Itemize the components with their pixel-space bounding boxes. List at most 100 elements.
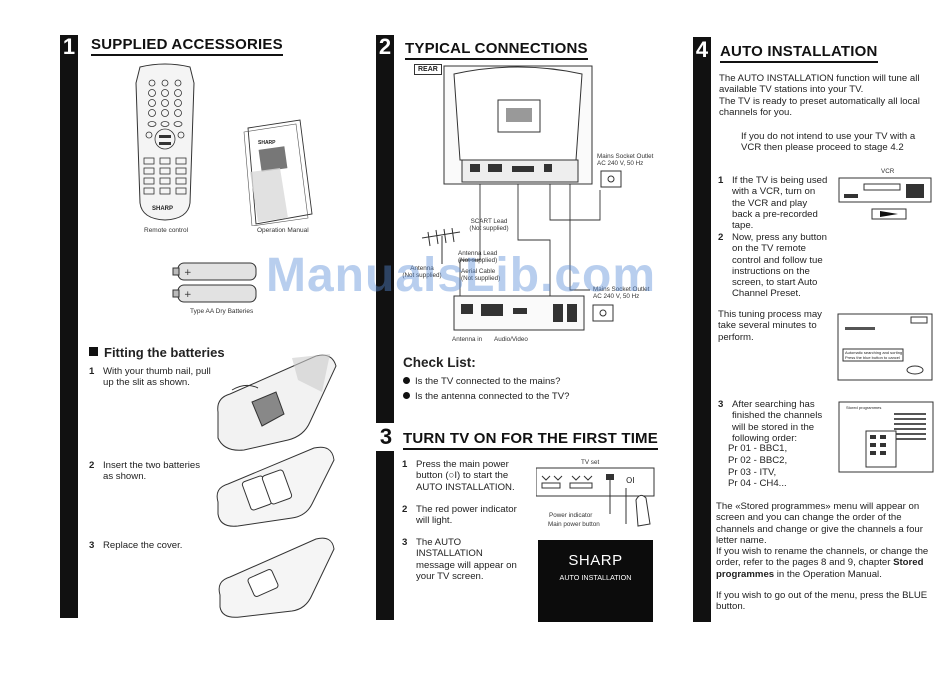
- screen-text: AUTO INSTALLATION: [559, 573, 632, 582]
- channel-order-2: Pr 02 - BBC2,: [728, 455, 788, 466]
- tuning-screen-illustration: [837, 313, 933, 381]
- vcr-front-illustration: [838, 177, 932, 220]
- mains-socket-outlet-label-1: Mains Socket Outlet AC 240 V, 50 Hz: [597, 153, 654, 168]
- step-text: Now, press any button on the TV remote c…: [732, 232, 827, 300]
- step-number: 1: [718, 175, 724, 186]
- scart-lead-label: SCART Lead (Not supplied): [469, 218, 509, 233]
- section3-title: TURN TV ON FOR THE FIRST TIME: [403, 430, 658, 450]
- step-text: After searching has finished the channel…: [732, 399, 823, 444]
- remote-brand: SHARP: [152, 206, 174, 212]
- step-text: The AUTO INSTALLATION message will appea…: [416, 537, 517, 582]
- section4-title: AUTO INSTALLATION: [720, 43, 878, 63]
- power-step-3: 3 The AUTO INSTALLATION message will app…: [402, 537, 522, 582]
- antenna-lead-label: Antenna Lead (Not supplied): [458, 250, 498, 265]
- step-number: 1: [89, 366, 95, 377]
- power-indicator-label: Power indicator: [549, 512, 593, 519]
- svg-text:OI: OI: [626, 476, 635, 485]
- auto-step-1: 1 If the TV is being used with a VCR, tu…: [718, 175, 833, 231]
- checklist-title: Check List:: [403, 355, 476, 370]
- step-number: 3: [89, 540, 95, 551]
- stored-programmes-para: The «Stored programmes» menu will appear…: [716, 501, 923, 546]
- power-step-2: 2 The red power indicator will light.: [402, 504, 522, 528]
- checklist-item-1: Is the TV connected to the mains?: [403, 376, 560, 387]
- section1-number: 1: [62, 34, 76, 59]
- step-number: 2: [402, 504, 408, 515]
- step-text: With your thumb nail, pull up the slit a…: [103, 366, 211, 389]
- svg-text:+: +: [184, 290, 192, 300]
- section4-number-bar: [693, 37, 711, 622]
- aa-batteries-illustration: + +: [172, 262, 257, 303]
- remote-caption: Remote control: [144, 227, 189, 234]
- remote-back-open-illustration: [217, 354, 337, 451]
- step-text: Press the main power button (○I) to star…: [416, 459, 515, 493]
- step-text: The red power indicator will light.: [416, 504, 517, 527]
- batteries-caption: Type AA Dry Batteries: [190, 308, 254, 315]
- antenna-icon: [421, 228, 461, 264]
- section2-number: 2: [378, 34, 392, 59]
- fitting-title: Fitting the batteries: [104, 345, 225, 360]
- mains-socket-outlet-label-2: Mains Socket Outlet AC 240 V, 50 Hz: [593, 286, 650, 301]
- step-text: Insert the two batteries as shown.: [103, 460, 201, 483]
- rename-channels-para: If you wish to rename the channels, or c…: [716, 546, 934, 580]
- rear-label: REAR: [414, 64, 442, 75]
- section4-number: 4: [695, 37, 709, 62]
- fitting-step-2: 2 Insert the two batteries as shown.: [89, 460, 209, 490]
- section2-number-bar: [376, 35, 394, 620]
- fitting-square-icon: [89, 347, 98, 356]
- remote-back-batteries-illustration: [216, 446, 335, 527]
- mains-socket-icon-1: [600, 170, 622, 188]
- step-number: 2: [718, 232, 724, 243]
- svg-text:+: +: [184, 268, 192, 278]
- tv-front-panel-illustration: OI: [536, 467, 655, 527]
- step-number: 3: [402, 537, 408, 548]
- step-text: Replace the cover.: [103, 540, 183, 551]
- audio-video-label: Audio/Video: [494, 336, 528, 343]
- aerial-cable-label: Aerial Cable (Not supplied): [461, 268, 501, 283]
- step-text: If the TV is being used with a VCR, turn…: [732, 175, 828, 232]
- checklist-item-2: Is the antenna connected to the TV?: [403, 391, 570, 402]
- manual-caption: Operation Manual: [257, 227, 309, 234]
- step-number: 3: [718, 399, 724, 410]
- manual-brand: SHARP: [258, 140, 276, 146]
- section3-number-notch: [376, 423, 394, 451]
- remote-back-closed-illustration: [218, 537, 335, 618]
- vcr-label: VCR: [881, 168, 895, 175]
- stored-programmes-screen-illustration: [838, 401, 934, 473]
- rename-text-a: If you wish to rename the channels, or c…: [716, 546, 929, 569]
- channel-order-4: Pr 04 - CH4...: [728, 478, 787, 489]
- main-power-button-label: Main power button: [548, 521, 600, 528]
- antenna-label: Antenna (Not supplied): [402, 265, 442, 280]
- auto-installation-tv-screen: [538, 540, 653, 622]
- channel-order-1: Pr 01 - BBC1,: [728, 443, 788, 454]
- tuning-screen-text: Automatic searching and sorting Press th…: [845, 350, 903, 360]
- section3-number-overlay: 3: [379, 424, 393, 449]
- auto-installation-intro: The AUTO INSTALLATION function will tune…: [719, 73, 920, 118]
- rename-text-bold: Stored programmes: [716, 557, 924, 580]
- auto-step-2: 2 Now, press any button on the TV remote…: [718, 232, 830, 300]
- step-number: 2: [89, 460, 95, 471]
- tv-set-label: TV set: [581, 459, 600, 466]
- channel-order-3: Pr 03 - ITV,: [728, 467, 777, 478]
- stored-programmes-screen-title: Stored programmes: [846, 405, 882, 410]
- section1-title: SUPPLIED ACCESSORIES: [91, 36, 283, 56]
- vcr-rear-illustration: [453, 295, 585, 331]
- antenna-in-label: Antenna in: [452, 336, 483, 343]
- watermark: ManualsLib.com: [266, 249, 657, 302]
- section1-number-bar: [60, 35, 78, 618]
- section2-title: TYPICAL CONNECTIONS: [405, 40, 588, 60]
- rename-text-c: in the Operation Manual.: [774, 568, 882, 580]
- remote-control-illustration: [135, 63, 195, 221]
- power-step-1: 1 Press the main power button (○I) to st…: [402, 459, 522, 495]
- screen-brand: SHARP: [568, 552, 623, 569]
- auto-step-3: 3 After searching has finished the chann…: [718, 399, 830, 491]
- operation-manual-illustration: [243, 119, 313, 226]
- connection-cables: [459, 184, 601, 300]
- fitting-step-1: 1 With your thumb nail, pull up the slit…: [89, 366, 214, 396]
- vcr-note: If you do not intend to use your TV with…: [741, 131, 916, 154]
- exit-menu-para: If you wish to go out of the menu, press…: [716, 590, 928, 613]
- tuning-note: This tuning process may take several min…: [718, 309, 822, 343]
- tv-rear-illustration: [443, 65, 593, 185]
- mains-socket-icon-2: [592, 304, 614, 322]
- fitting-step-3: 3 Replace the cover.: [89, 540, 209, 554]
- step-number: 1: [402, 459, 408, 470]
